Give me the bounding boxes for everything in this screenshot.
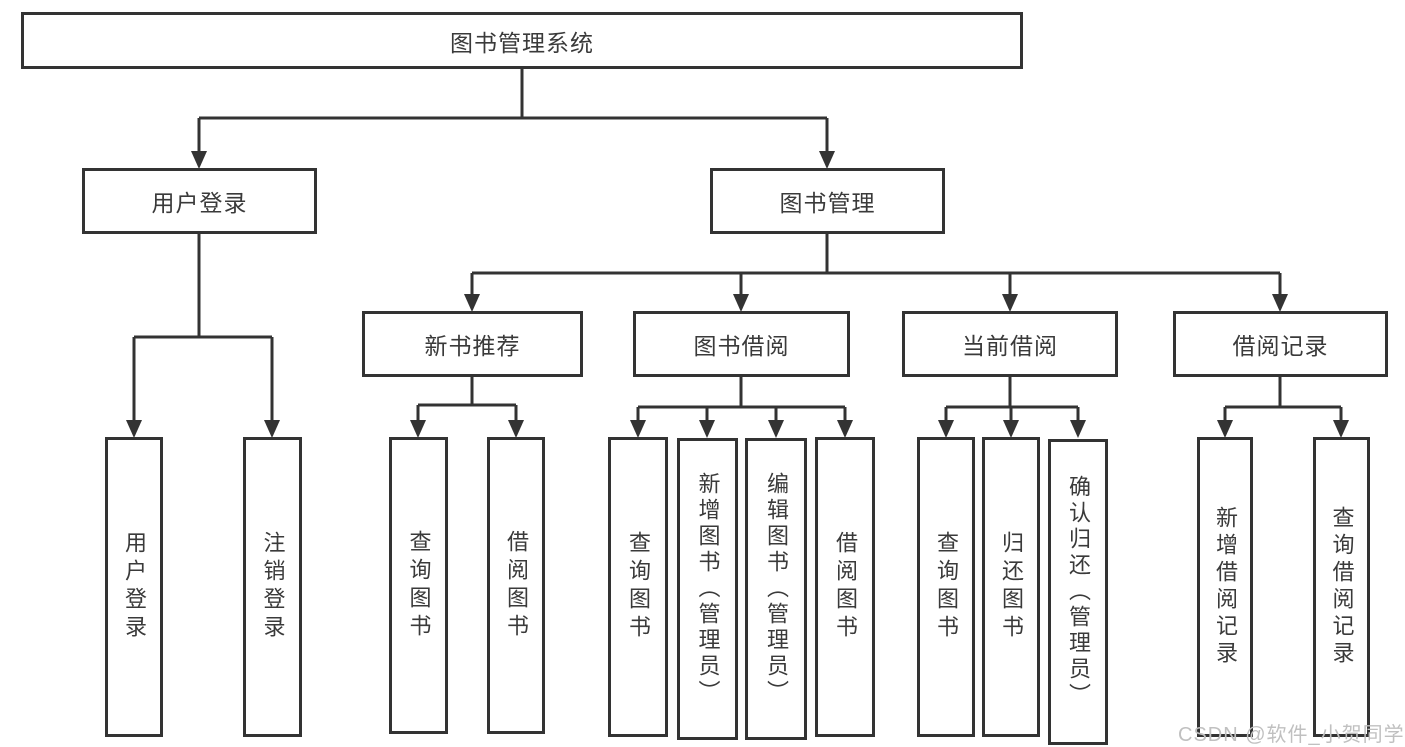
node-library-management-system: 图书管理系统	[21, 12, 1023, 69]
node-label: 用户登录	[122, 531, 147, 643]
csdn-watermark: CSDN @软件_小贺同学	[1178, 724, 1405, 746]
leaf-borrow-books: 借阅图书	[815, 437, 875, 737]
node-label: 查询图书	[406, 529, 432, 642]
node-label: 注销登录	[260, 531, 286, 643]
node-borrowing-records: 借阅记录	[1173, 311, 1388, 377]
node-label: 借阅图书	[504, 529, 529, 642]
leaf-query-books-borrow: 查询图书	[608, 437, 668, 737]
node-book-management: 图书管理	[710, 168, 945, 234]
node-label: 图书管理	[779, 190, 876, 216]
leaf-confirm-return-admin: 确认归还（管理员）	[1048, 439, 1108, 745]
leaf-logout: 注销登录	[243, 437, 302, 737]
node-label: 新书推荐	[424, 333, 521, 359]
leaf-query-books-current: 查询图书	[917, 437, 975, 737]
node-label: 借阅记录	[1232, 333, 1329, 359]
node-label: 用户登录	[151, 190, 248, 216]
node-current-borrowing: 当前借阅	[902, 311, 1118, 377]
leaf-borrow-books-recommend: 借阅图书	[487, 437, 545, 734]
leaf-add-borrow-record: 新增借阅记录	[1197, 437, 1253, 737]
node-label: 图书管理系统	[450, 29, 594, 56]
leaf-return-books: 归还图书	[982, 437, 1040, 737]
node-label: 查询借阅记录	[1329, 506, 1355, 668]
node-label: 新增图书（管理员）	[695, 472, 721, 706]
leaf-user-login: 用户登录	[105, 437, 163, 737]
node-label: 查询图书	[934, 531, 959, 643]
node-new-book-recommend: 新书推荐	[362, 311, 583, 377]
leaf-query-books-recommend: 查询图书	[389, 437, 448, 734]
node-user-login: 用户登录	[82, 168, 317, 234]
leaf-query-borrow-record: 查询借阅记录	[1313, 437, 1370, 737]
node-label: 新增借阅记录	[1213, 506, 1238, 668]
node-label: 当前借阅	[962, 333, 1058, 359]
node-book-borrowing: 图书借阅	[633, 311, 850, 377]
node-label: 编辑图书（管理员）	[764, 472, 789, 706]
leaf-edit-book-admin: 编辑图书（管理员）	[745, 438, 807, 740]
node-label: 图书借阅	[693, 333, 790, 359]
node-label: 查询图书	[626, 531, 651, 643]
node-label: 确认归还（管理员）	[1066, 475, 1091, 709]
node-label: 归还图书	[999, 531, 1024, 643]
node-label: 借阅图书	[833, 531, 858, 643]
leaf-add-book-admin: 新增图书（管理员）	[677, 438, 738, 740]
